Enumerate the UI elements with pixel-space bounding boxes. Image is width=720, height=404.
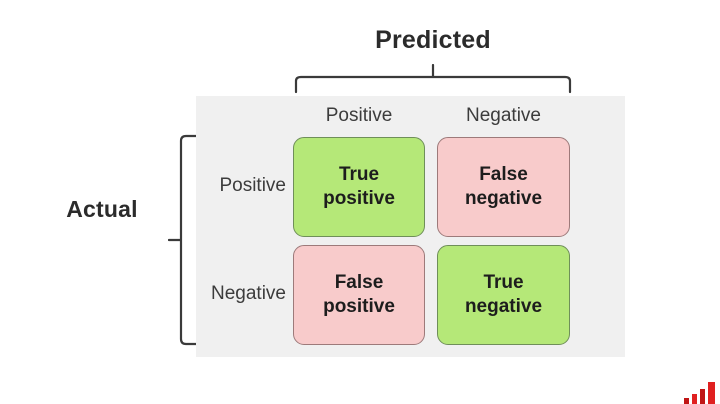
cell-true-positive: True positive	[293, 137, 425, 237]
column-header-positive: Positive	[325, 105, 393, 126]
cell-true-negative-line2: negative	[464, 296, 543, 317]
row-header-positive: Positive	[219, 175, 286, 196]
cell-true-positive-line1: True	[338, 164, 380, 186]
cell-false-negative-line1: False	[479, 164, 528, 186]
cell-true-negative-line1: True	[483, 272, 524, 294]
predicted-brace	[293, 63, 573, 94]
cell-false-positive-line2: positive	[323, 296, 395, 317]
actual-axis-title: Actual	[66, 196, 138, 222]
predicted-axis-title: Predicted	[375, 26, 491, 54]
cell-true-negative: True negative	[437, 245, 570, 345]
cell-false-positive: False positive	[293, 245, 425, 345]
cell-false-negative: False negative	[437, 137, 570, 237]
cell-false-negative-line2: negative	[464, 188, 543, 209]
row-header-negative: Negative	[211, 283, 286, 304]
column-header-negative: Negative	[466, 105, 541, 126]
cell-true-positive-line2: positive	[323, 188, 395, 209]
actual-brace	[167, 133, 198, 347]
cell-false-positive-line1: False	[334, 272, 384, 294]
bar-chart-logo-icon	[682, 378, 720, 404]
